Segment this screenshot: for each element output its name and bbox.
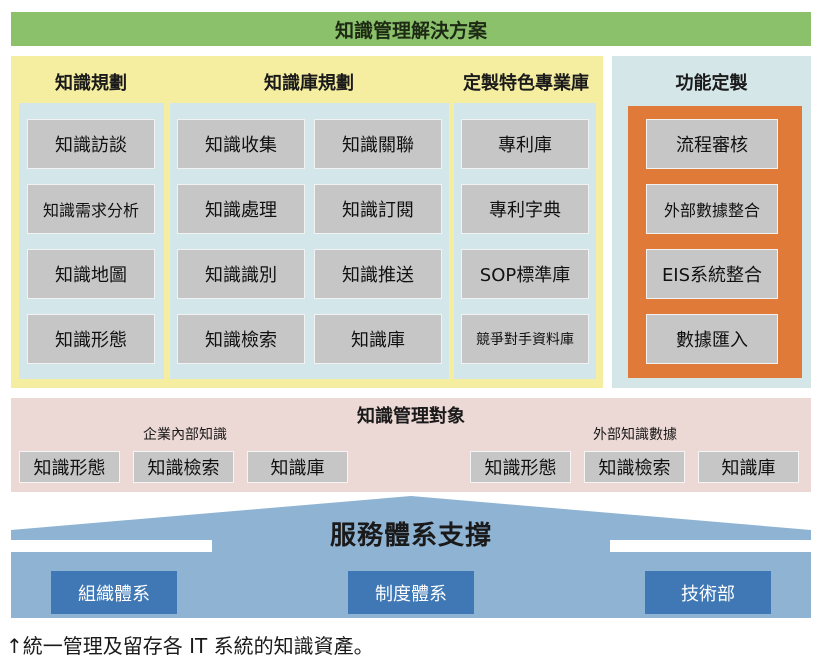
knowledge-interview-box: 知識訪談 bbox=[27, 119, 155, 169]
external-knowledge-library-box: 知識庫 bbox=[698, 451, 799, 483]
knowledge-identify-box: 知識識別 bbox=[177, 249, 305, 299]
external-data-integration-box: 外部數據整合 bbox=[646, 184, 778, 234]
knowledge-planning-title: 知識規劃 bbox=[55, 73, 127, 94]
organization-system-pillar: 組織體系 bbox=[51, 571, 177, 614]
internal-knowledge-library-box: 知識庫 bbox=[247, 451, 348, 483]
patent-dictionary-box: 專利字典 bbox=[461, 184, 589, 234]
knowledge-library-box: 知識庫 bbox=[314, 314, 442, 364]
knowledge-push-box: 知識推送 bbox=[314, 249, 442, 299]
management-objects-title: 知識管理對象 bbox=[357, 406, 465, 427]
external-knowledge-form-box: 知識形態 bbox=[470, 451, 571, 483]
policy-system-pillar: 制度體系 bbox=[348, 571, 474, 614]
knowledge-subscribe-box: 知識訂閱 bbox=[314, 184, 442, 234]
support-roof-shape bbox=[11, 496, 811, 618]
knowledge-link-box: 知識關聯 bbox=[314, 119, 442, 169]
knowledge-process-box: 知識處理 bbox=[177, 184, 305, 234]
service-support-structure bbox=[11, 496, 811, 618]
data-import-box: 數據匯入 bbox=[646, 314, 778, 364]
patent-library-box: 專利庫 bbox=[461, 119, 589, 169]
knowledge-collect-box: 知識收集 bbox=[177, 119, 305, 169]
custom-library-title: 定製特色專業庫 bbox=[463, 73, 589, 94]
eis-integration-box: EIS系統整合 bbox=[646, 249, 778, 299]
solution-title-banner: 知識管理解決方案 bbox=[11, 12, 811, 46]
external-knowledge-label: 外部知識數據 bbox=[593, 427, 677, 443]
sop-library-box: SOP標準庫 bbox=[461, 249, 589, 299]
library-planning-title: 知識庫規劃 bbox=[264, 73, 354, 94]
knowledge-form-box: 知識形態 bbox=[27, 314, 155, 364]
internal-knowledge-search-box: 知識檢索 bbox=[133, 451, 234, 483]
competitor-database-box: 競爭對手資料庫 bbox=[461, 314, 589, 364]
knowledge-needs-analysis-box: 知識需求分析 bbox=[27, 184, 155, 234]
function-customization-title: 功能定製 bbox=[675, 73, 748, 94]
knowledge-search-box: 知識檢索 bbox=[177, 314, 305, 364]
technical-department-pillar: 技術部 bbox=[645, 571, 771, 614]
process-review-box: 流程審核 bbox=[646, 119, 778, 169]
internal-knowledge-label: 企業內部知識 bbox=[143, 427, 227, 443]
service-support-title: 服務體系支撐 bbox=[329, 520, 492, 551]
knowledge-map-box: 知識地圖 bbox=[27, 249, 155, 299]
internal-knowledge-form-box: 知識形態 bbox=[19, 451, 120, 483]
external-knowledge-search-box: 知識檢索 bbox=[584, 451, 685, 483]
figure-caption: ↑統一管理及留存各 IT 系統的知識資產。 bbox=[6, 634, 374, 658]
